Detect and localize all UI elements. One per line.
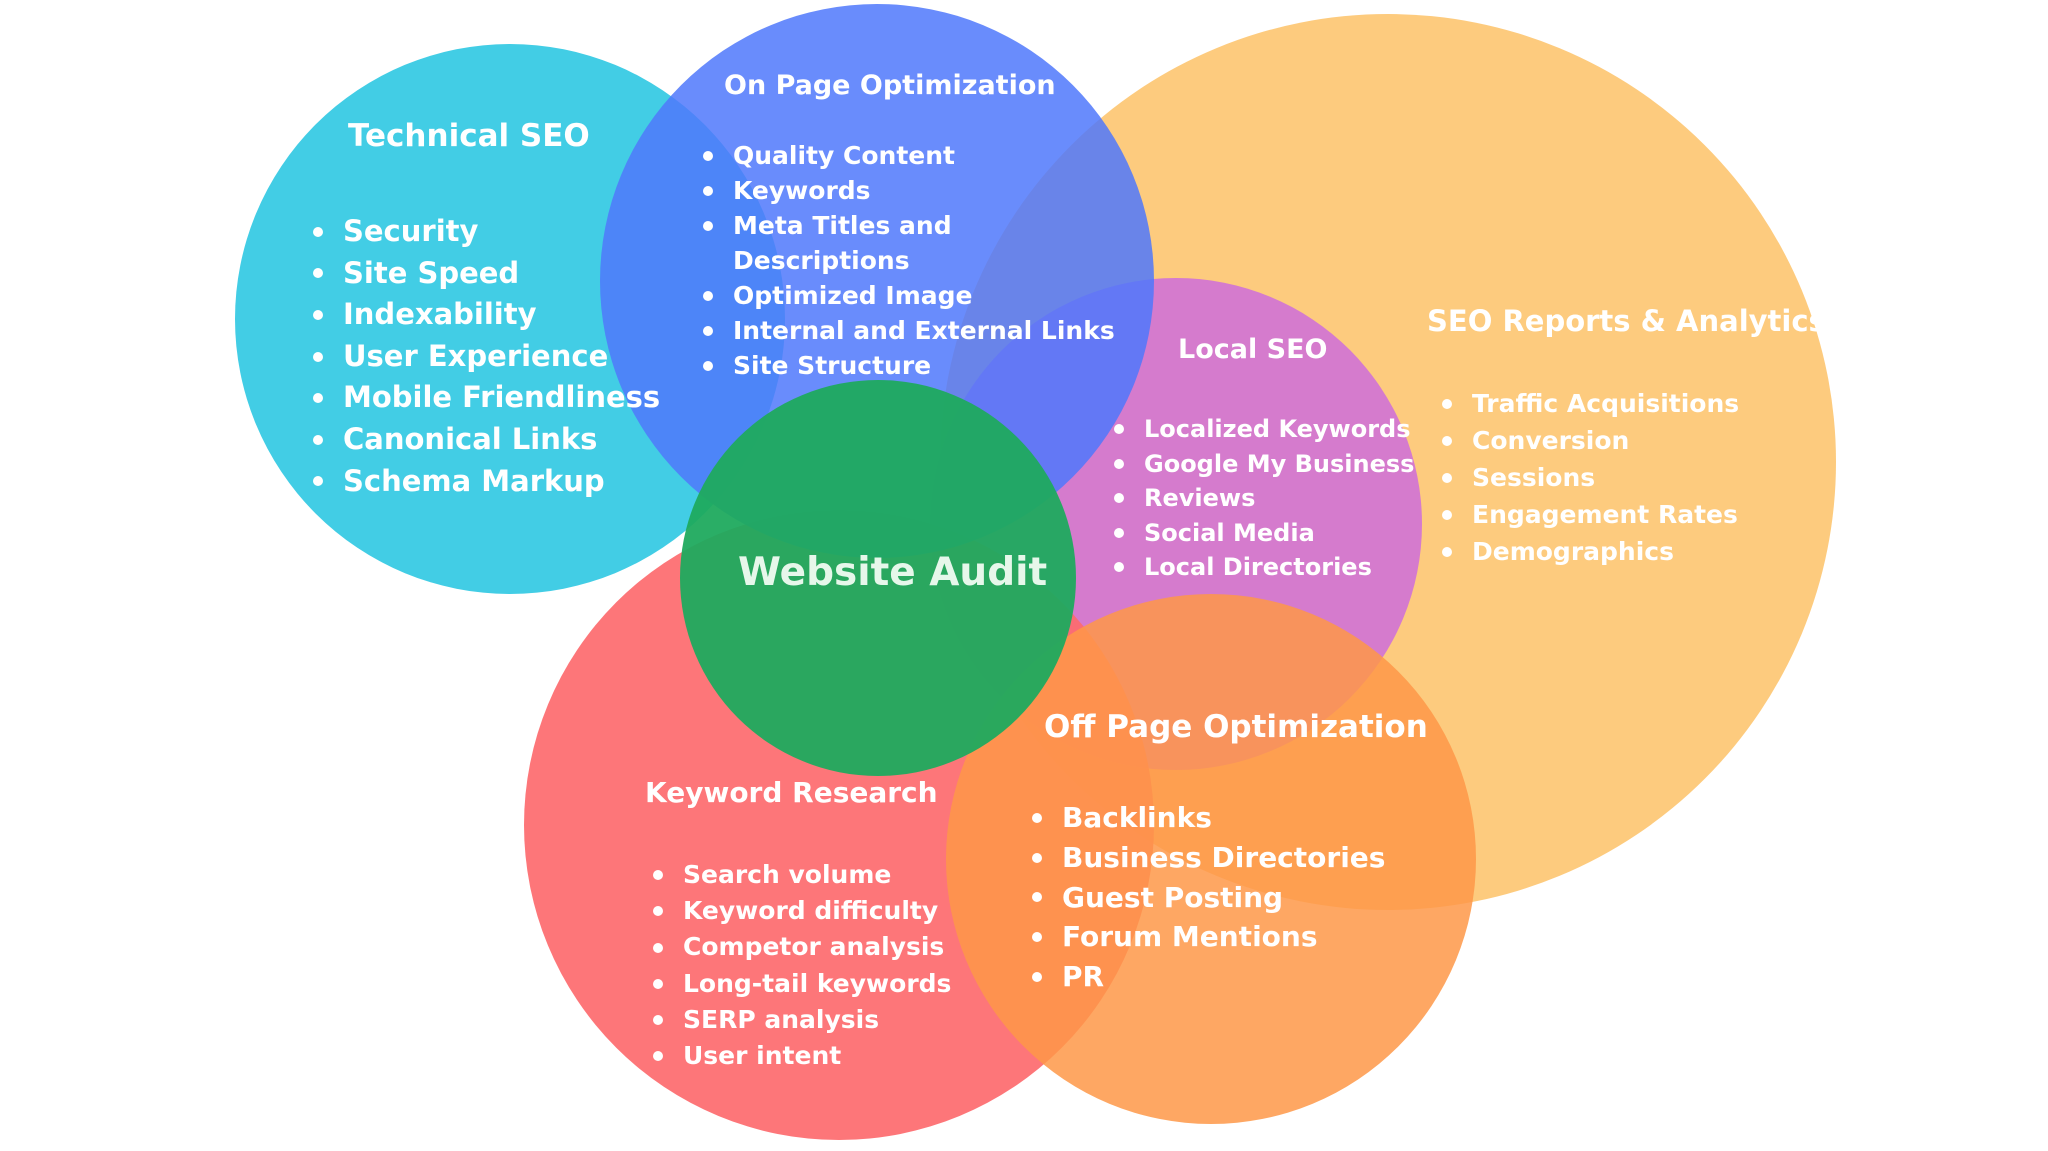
onpage-list-item: Optimized Image [697,278,1115,313]
onpage-list-item: Descriptions [733,246,910,275]
local-seo-title: Local SEO [1178,334,1328,365]
technical-list-item: Schema Markup [307,461,660,503]
local-list-item: Local Directories [1108,550,1414,585]
offpage-list-item: Guest Posting [1026,878,1385,918]
onpage-list-item: Meta Titles and [697,208,1115,243]
keyword-list-item: Keyword difficulty [647,893,951,929]
offpage-list-item: PR [1026,957,1385,997]
technical-list-item: Site Speed [307,253,660,295]
onpage-list-item: Quality Content [697,138,1115,173]
onpage-list-item: Site Structure [697,348,1115,383]
technical-list-item: Mobile Friendliness [307,377,660,419]
offpage-list-item: Backlinks [1026,798,1385,838]
keyword-list-item: User intent [647,1038,951,1074]
reports-list-item: Demographics [1436,533,1739,570]
keyword-list-item: SERP analysis [647,1002,951,1038]
technical-list-item: Canonical Links [307,419,660,461]
reports-list-item: Conversion [1436,422,1739,459]
onpage-list-item: Internal and External Links [697,313,1115,348]
local-list-item: Reviews [1108,481,1414,516]
technical-seo-title: Technical SEO [348,118,590,154]
offpage-list-item: Business Directories [1026,838,1385,878]
reports-list-item: Engagement Rates [1436,496,1739,533]
off-page-title: Off Page Optimization [1044,709,1428,745]
seo-reports-title: SEO Reports & Analytics [1427,304,1826,338]
on-page-title: On Page Optimization [724,70,1056,101]
keyword-list-item: Competor analysis [647,929,951,965]
keyword-list-item: Long-tail keywords [647,966,951,1002]
reports-list-item: Sessions [1436,459,1739,496]
website-audit-title: Website Audit [738,550,1048,595]
technical-list-item: Indexability [307,294,660,336]
local-list-item: Localized Keywords [1108,412,1414,447]
keyword-research-title: Keyword Research [645,776,938,809]
website-audit-circle [680,380,1076,776]
technical-list-item: Security [307,211,660,253]
local-list-item: Google My Business [1108,447,1414,482]
onpage-list-item: Keywords [697,173,1115,208]
local-list-item: Social Media [1108,516,1414,551]
offpage-list-item: Forum Mentions [1026,917,1385,957]
reports-list-item: Traffic Acquisitions [1436,385,1739,422]
technical-list-item: User Experience [307,336,660,378]
keyword-list-item: Search volume [647,857,951,893]
